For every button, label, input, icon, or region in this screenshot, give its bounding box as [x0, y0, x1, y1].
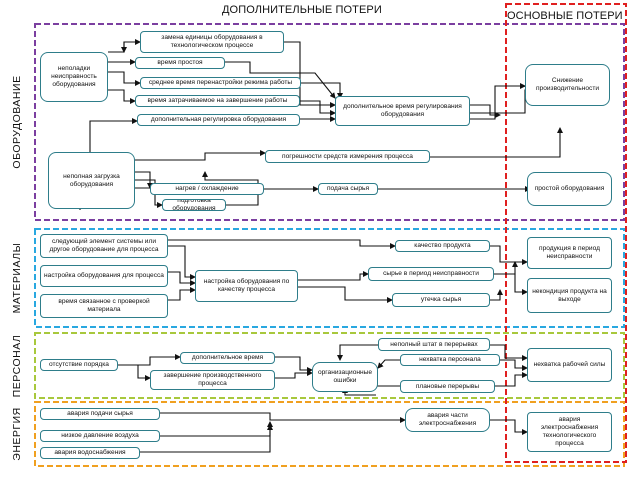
node-heating-cooling: нагрев / охлаждение [150, 183, 264, 195]
node-product-during-fault: продукция в период неисправности [527, 237, 612, 269]
node-planned-breaks: плановые перерывы [400, 380, 495, 393]
main-losses-frame [505, 3, 627, 463]
node-understaffed-breaks: неполный штат в перерывах [378, 338, 490, 351]
node-process-power-failure: авария электроснабжения технологического… [527, 412, 612, 452]
header-main-losses: ОСНОВНЫЕ ПОТЕРИ [507, 10, 623, 22]
node-setup-for-process: настройка оборудования для процесса [40, 265, 168, 287]
node-defective-product: некондиция продукта на выходе [527, 278, 612, 313]
section-label-materials: МАТЕРИАЛЫ [11, 242, 23, 314]
equipment-frame [34, 23, 625, 221]
node-setup-by-quality: настройка оборудования по качеству проце… [195, 270, 298, 302]
section-label-equipment: ОБОРУДОВАНИЕ [11, 75, 23, 169]
node-water-supply-failure: авария водоснабжения [40, 447, 140, 459]
node-lack-of-order: отсутствие порядка [40, 359, 118, 371]
header-additional-losses: ДОПОЛНИТЕЛЬНЫЕ ПОТЕРИ [222, 4, 382, 16]
node-material-leak: утечка сырья [392, 293, 490, 307]
node-unit-replacement: замена единицы оборудования в технологич… [140, 31, 284, 53]
node-equipment-prep: подготовка оборудования [162, 199, 226, 211]
section-label-energy: ЭНЕРГИЯ [11, 407, 23, 461]
node-staff-shortage: нехватка персонала [400, 354, 500, 366]
materials-frame [34, 228, 625, 328]
node-partial-load: неполная загрузка оборудования [48, 152, 135, 209]
node-next-system-element: следующий элемент системы или другое обо… [40, 234, 168, 258]
node-extra-regulation-time: дополнительное время регулирования обору… [335, 96, 470, 126]
personnel-frame [34, 332, 625, 399]
node-equipment-fault: неполадки неисправность оборудования [40, 52, 108, 102]
section-label-personnel: ПЕРСОНАЛ [11, 334, 23, 398]
node-organizational-errors: организационные ошибки [312, 362, 378, 392]
node-additional-time: дополнительное время [180, 352, 275, 364]
node-avg-reconfig-time: среднее время перенастройки режима работ… [140, 77, 301, 89]
node-workforce-shortage: нехватка рабочей силы [527, 348, 612, 382]
node-completion-time: время затрачиваемое на завершение работы [135, 95, 300, 107]
node-partial-power-failure: авария части электроснабжения [405, 408, 490, 432]
node-low-air-pressure: низкое давление воздуха [40, 430, 160, 442]
node-downtime-time: время простоя [135, 57, 225, 69]
node-productivity-drop: Снижение производительности [525, 64, 610, 106]
node-equipment-idle: простой оборудования [527, 172, 612, 206]
node-extra-adjustment: дополнительная регулировка оборудования [137, 114, 300, 126]
node-feed-failure: авария подачи сырья [40, 408, 160, 420]
node-material-feed: подача сырья [318, 183, 378, 195]
node-material-during-fault: сырье в период неисправности [368, 267, 494, 281]
node-product-quality: качество продукта [395, 240, 490, 252]
node-material-check-time: время связанное с проверкой материала [40, 294, 168, 318]
node-process-completion: завершение производственного процесса [150, 370, 275, 390]
node-measurement-errors: погрешности средств измерения процесса [265, 150, 430, 163]
energy-frame [34, 401, 625, 467]
